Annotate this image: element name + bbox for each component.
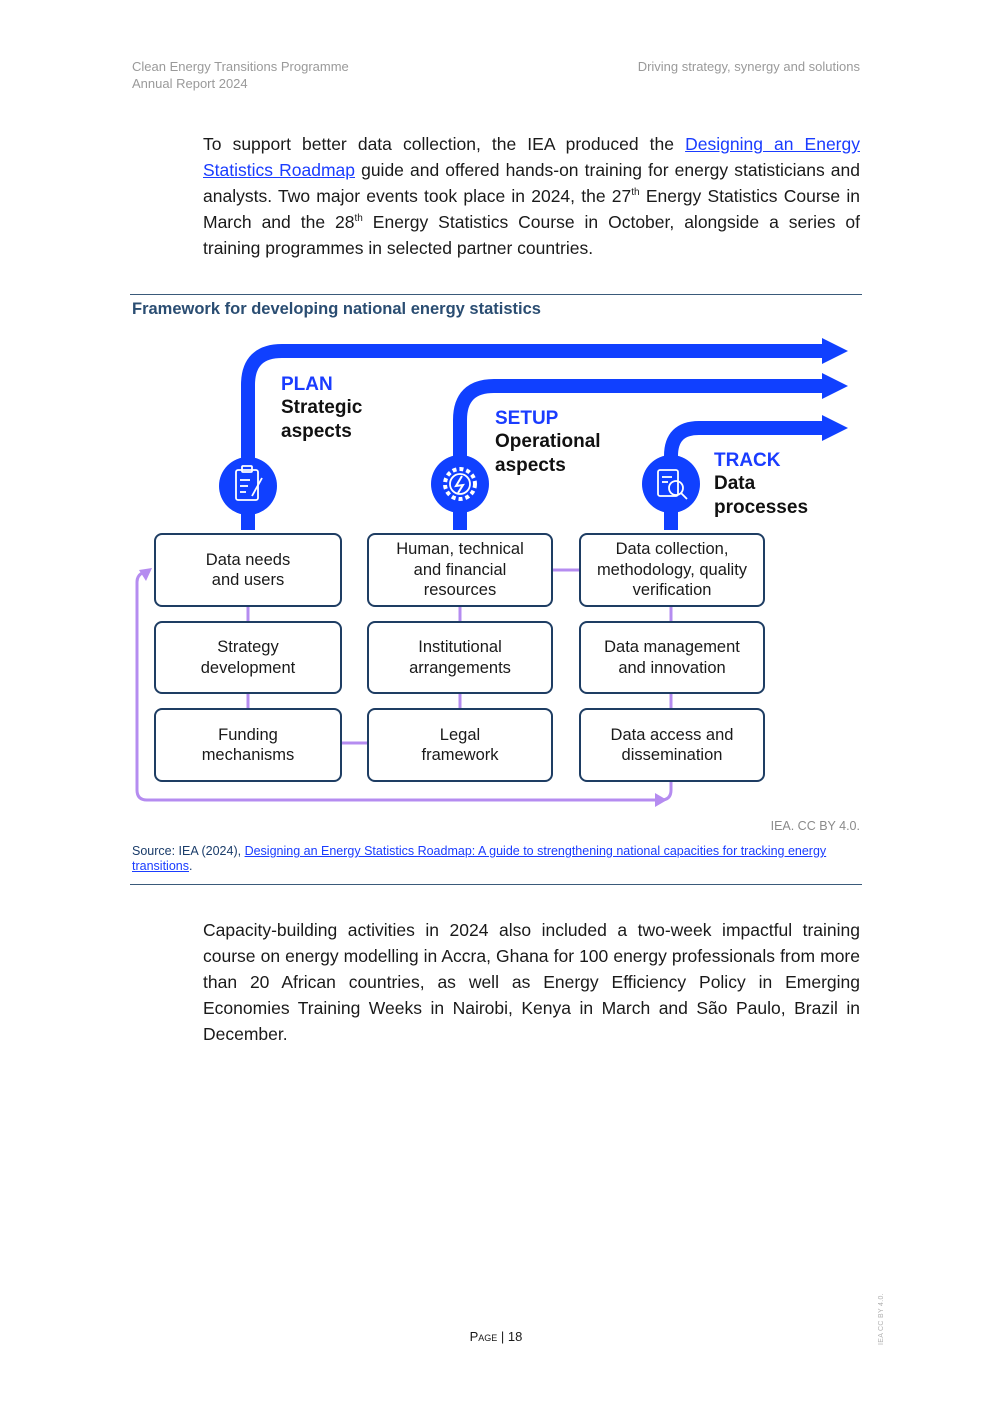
roadmap-guide-link[interactable]: Designing an Energy Statistics Roadmap: [203, 134, 860, 180]
figure-credit: IEA. CC BY 4.0.: [770, 819, 860, 833]
intro-text-4: Energy Statistics Course in October, alo…: [203, 212, 860, 258]
box-data-management: [579, 621, 765, 694]
intro-text-3: Energy Statistics Course in March and th…: [203, 186, 860, 232]
box-funding-mechanisms: [154, 708, 342, 782]
box-human-resources: [367, 533, 553, 607]
intro-paragraph: To support better data collection, the I…: [203, 131, 860, 261]
track-title: TRACK: [714, 450, 781, 471]
figure-source: Source: IEA (2024), Designing an Energy …: [132, 844, 862, 874]
figure-title: Framework for developing national energy…: [132, 300, 541, 318]
gear-bolt-icon: [443, 467, 477, 501]
closing-paragraph: Capacity-building activities in 2024 als…: [203, 920, 860, 1044]
page-footer: Page | 18: [0, 1329, 992, 1344]
clipboard-icon: [235, 465, 263, 501]
side-credit: IEA CC BY 4.0.: [878, 1293, 885, 1345]
running-header-right: Driving strategy, synergy and solutions: [637, 59, 860, 74]
report-name: Annual Report 2024: [132, 76, 248, 91]
box-data-needs: [154, 533, 342, 607]
magnifier-report-icon: [657, 469, 688, 500]
setup-subtitle-2: aspects: [495, 455, 566, 476]
programme-name: Clean Energy Transitions Programme: [132, 59, 349, 74]
box-data-collection: [579, 533, 765, 607]
track-subtitle-2: processes: [714, 497, 809, 518]
box-legal-framework: [367, 708, 553, 782]
intro-text-2: guide and offered hands-on training for …: [203, 160, 860, 206]
page-number: 18: [507, 1329, 523, 1344]
setup-subtitle-1: Operational: [495, 431, 601, 452]
plan-arrow-path: [241, 344, 824, 530]
running-header-left: Clean Energy Transitions Programme Annua…: [132, 58, 349, 92]
loop-arrowhead-top: [139, 568, 152, 581]
setup-circle: [431, 455, 489, 513]
page-label: Page: [469, 1329, 498, 1344]
plan-subtitle-1: Strategic: [281, 397, 363, 418]
box-institutional-arrangements: [367, 621, 553, 694]
setup-title: SETUP: [495, 408, 559, 429]
setup-arrow-path: [453, 379, 824, 530]
source-prefix: Source: IEA (2024),: [132, 844, 245, 858]
plan-title: PLAN: [281, 374, 333, 395]
plan-arrowhead: [822, 338, 848, 364]
figure-top-rule: [130, 294, 862, 295]
track-arrowhead: [822, 415, 848, 441]
setup-arrowhead: [822, 373, 848, 399]
figure-bottom-rule: [130, 884, 862, 885]
box-data-access: [579, 708, 765, 782]
box-strategy-development: [154, 621, 342, 694]
source-suffix: .: [188, 859, 193, 873]
ordinal-suffix-1: th: [631, 187, 640, 199]
source-link[interactable]: Designing an Energy Statistics Roadmap: …: [132, 844, 827, 873]
connector-lines: [135, 568, 673, 802]
intro-text-1: To support better data collection, the I…: [203, 134, 686, 154]
ordinal-suffix-2: th: [354, 213, 363, 225]
page-separator: |: [500, 1329, 505, 1344]
plan-subtitle-2: aspects: [281, 421, 352, 442]
track-subtitle-1: Data: [714, 473, 756, 494]
loop-arrowhead-bottom: [655, 793, 667, 807]
